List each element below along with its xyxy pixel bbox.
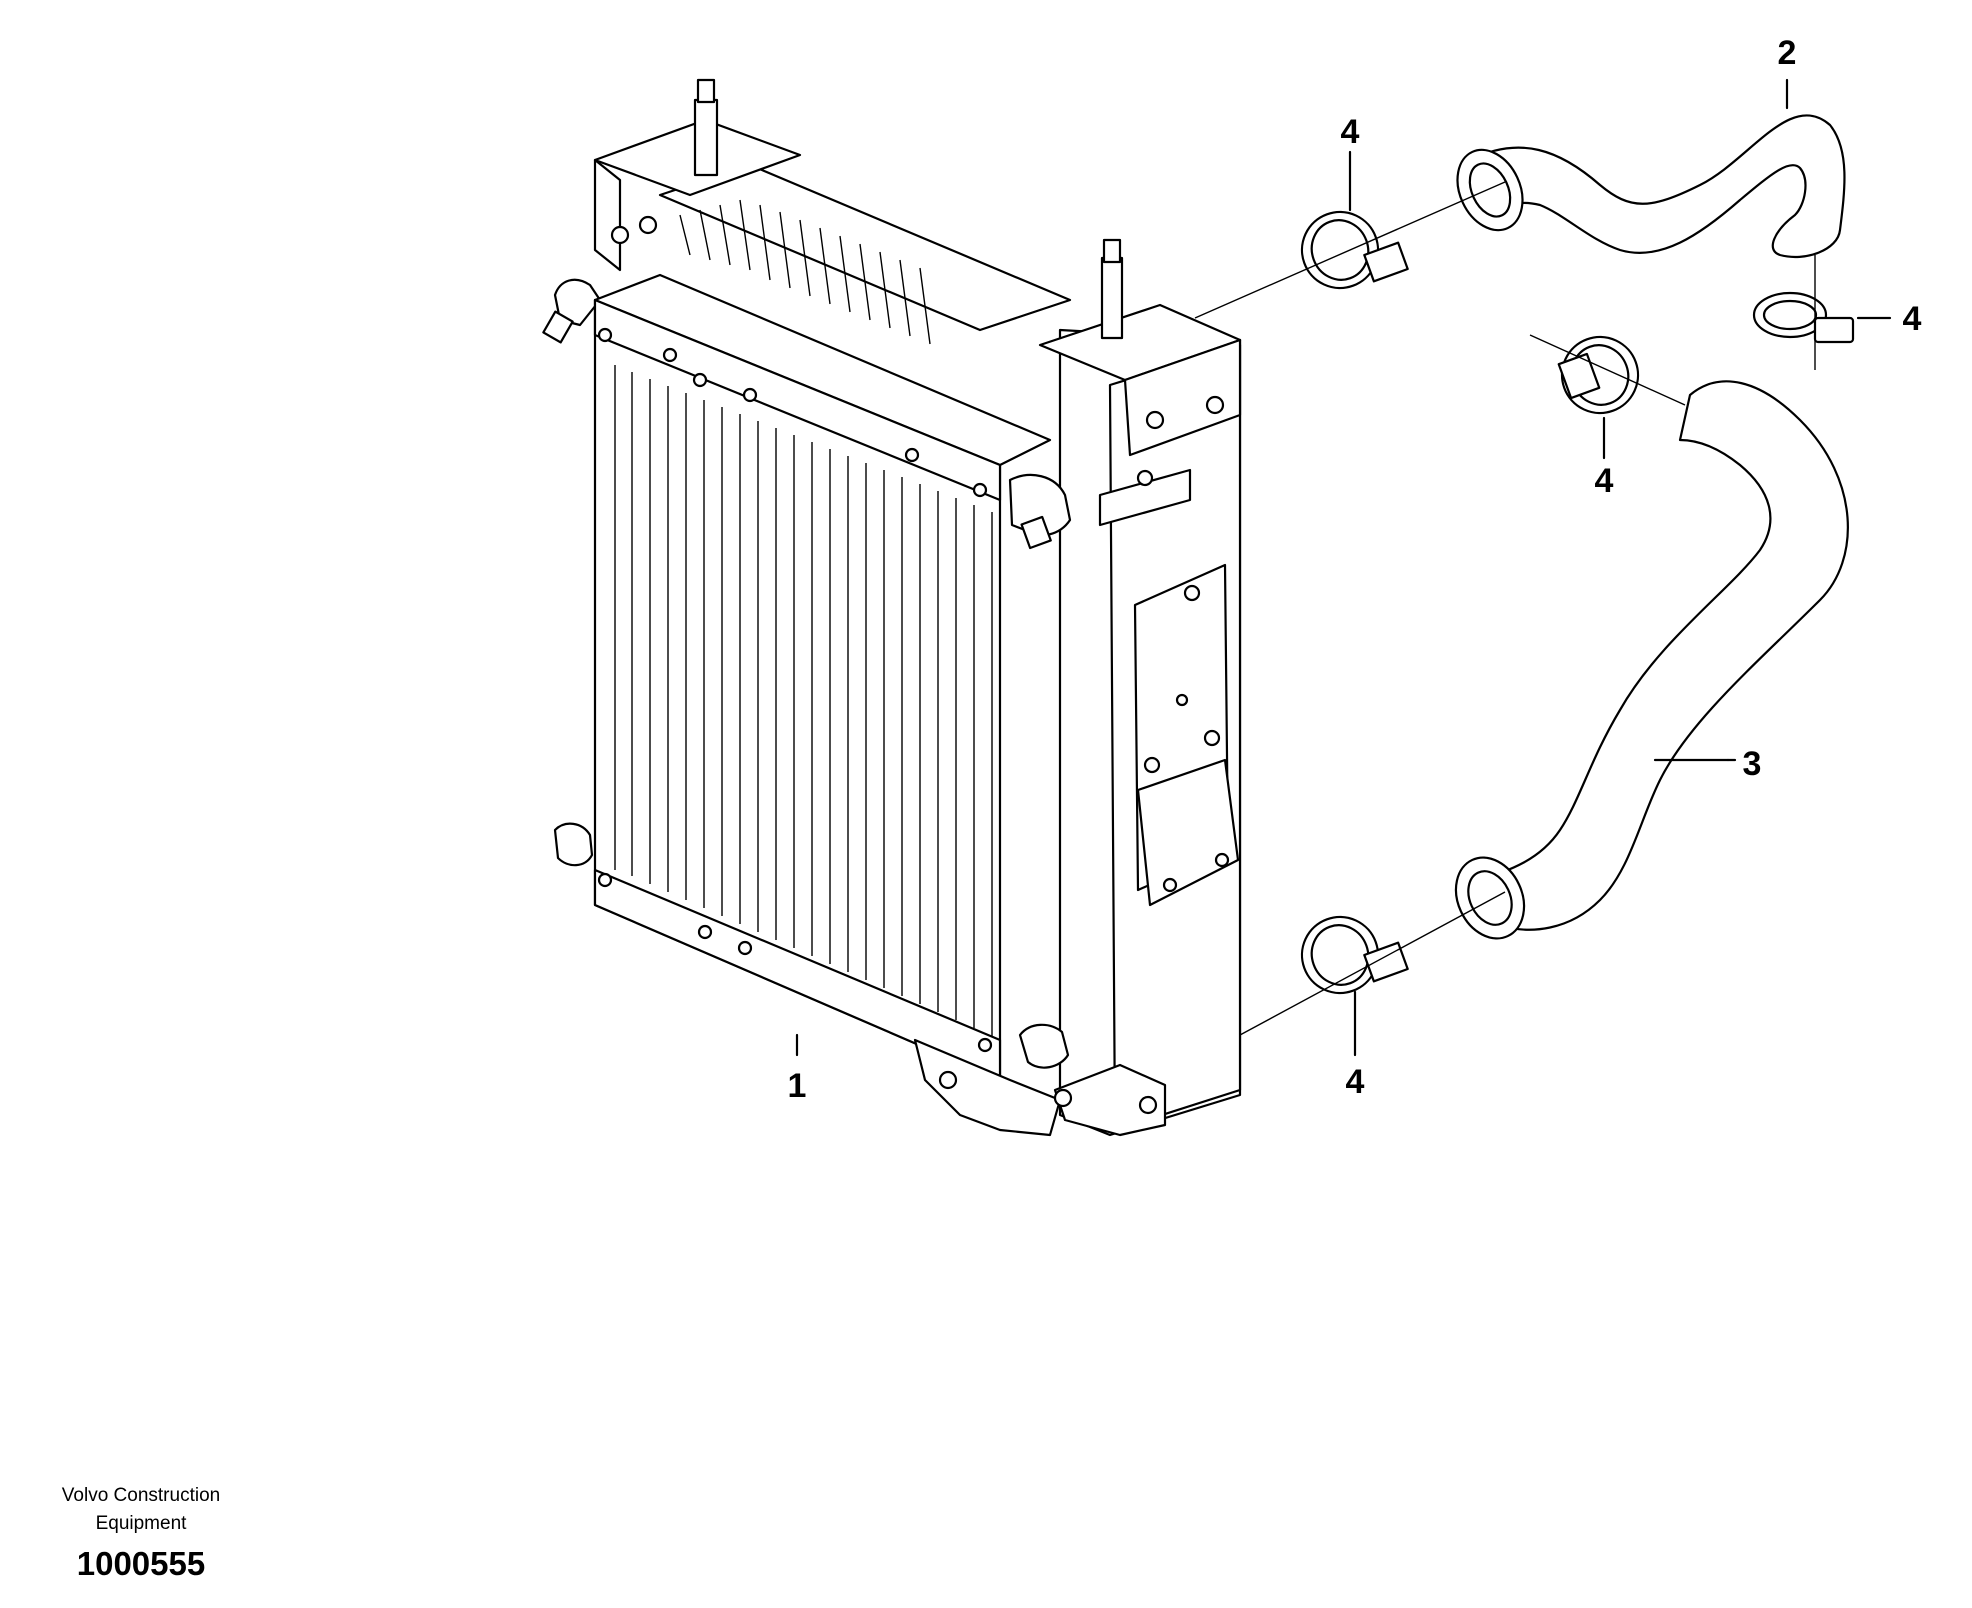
footer: Volvo Construction Equipment 1000555 <box>0 1482 282 1586</box>
brand-line-1: Volvo Construction <box>61 1485 221 1506</box>
callout-leaders <box>795 78 1892 1057</box>
hose-clamp-4d <box>1300 915 1409 995</box>
radiator-top-fins <box>679 199 931 345</box>
hose-part-2 <box>1456 114 1846 259</box>
hose-clamp-4a <box>1300 210 1409 290</box>
callout-4-top: 4 <box>1341 113 1360 151</box>
callout-4-right: 4 <box>1903 300 1922 338</box>
callout-3: 3 <box>1743 745 1762 783</box>
document-number: 1000555 <box>76 1545 206 1582</box>
radiator-core-tubes <box>614 365 993 1036</box>
brand-line-2: Equipment <box>95 1513 187 1534</box>
hose-part-3 <box>1454 380 1849 940</box>
assembly-lines <box>1194 181 1816 1036</box>
radiator-part-1 <box>542 78 1242 1137</box>
callout-1: 1 <box>788 1067 807 1105</box>
hose-clamp-4c <box>1557 335 1640 415</box>
callout-2: 2 <box>1778 34 1797 72</box>
hose-clamp-4b <box>1752 291 1855 344</box>
callout-4-middle: 4 <box>1595 462 1614 500</box>
callout-4-bottom: 4 <box>1346 1063 1365 1101</box>
